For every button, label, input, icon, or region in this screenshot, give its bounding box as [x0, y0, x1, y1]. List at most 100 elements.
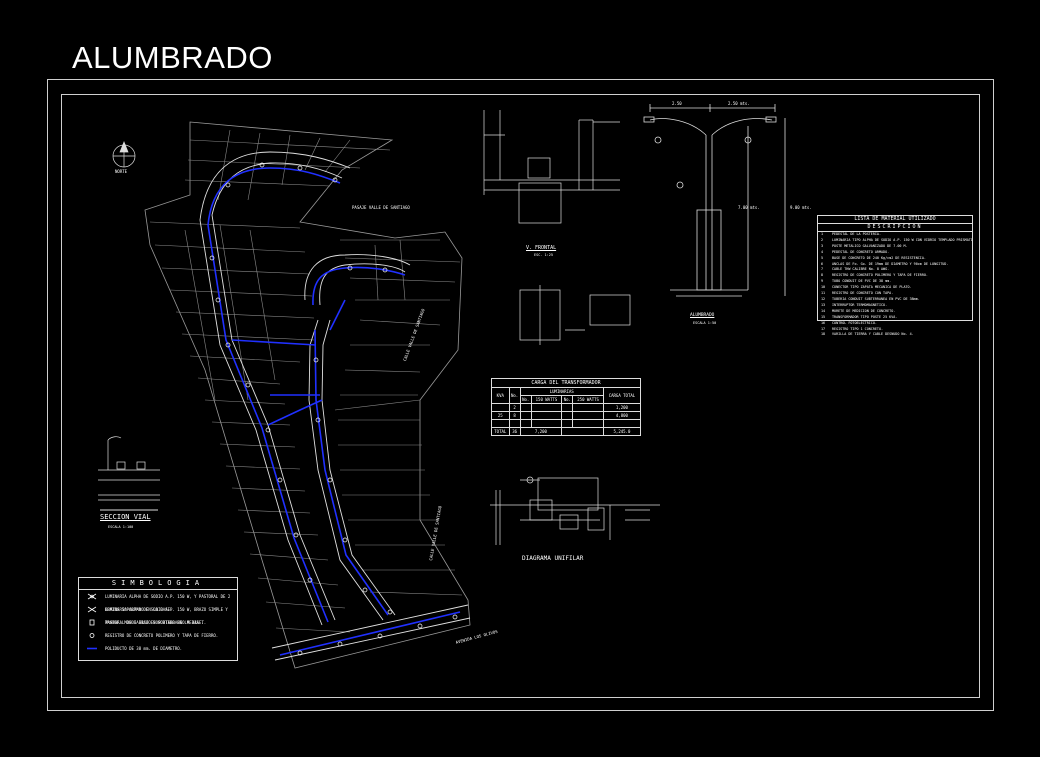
pole-total: 9.00 mts.: [790, 205, 812, 210]
load-cell: [519, 419, 532, 428]
load-cell: [530, 403, 563, 412]
legend-text: TRANSF. MONOFASICO EN SUBTERRANEO MEDIA …: [105, 620, 207, 625]
section-label: SECCION VIAL: [100, 513, 151, 521]
material-row: 9 TUBO CONDUIT DE PVC DE 38 mm.: [818, 279, 972, 285]
load-cell: 1,200: [602, 403, 642, 412]
load-cell: [561, 411, 574, 420]
load-cell: 8: [508, 411, 521, 420]
front-view-scale: ESC. 1:25: [534, 253, 553, 257]
symbology-legend: SIMBOLOGIA LUMINARIA ALPHA DE SODIO A.P.…: [78, 577, 238, 661]
material-row-text: ANCLAS DE Fo. Go. DE 19mm DE DIAMETRO Y …: [832, 261, 949, 266]
material-row-number: 15: [821, 314, 826, 319]
material-row-number: 17: [821, 326, 826, 331]
material-row: 6 ANCLAS DE Fo. Go. DE 19mm DE DIAMETRO Y…: [818, 262, 972, 268]
material-row: 15 TRANSFORMADOR TIPO POSTE 25 KVA.: [818, 315, 972, 321]
material-list-header: DESCRIPCION: [818, 224, 972, 232]
outer-frame: [47, 79, 994, 711]
load-cell: 25: [491, 411, 510, 420]
load-table: KVA No. LUMINARIAS CARGA TOTAL No. 150 W…: [491, 387, 642, 436]
load-cell: [530, 411, 563, 420]
transformer-icon: [89, 619, 95, 626]
load-cell: 4,800: [602, 411, 642, 420]
pole-dim-left: 2.50: [672, 101, 682, 106]
material-row-number: 12: [821, 296, 826, 301]
pole-dim-right: 2.50 mts.: [728, 101, 750, 106]
load-sub: 150 WATTS: [530, 395, 563, 404]
material-row-text: REGISTRO DE CONCRETO CON TAPA.: [832, 291, 894, 296]
material-row-number: 11: [821, 291, 826, 296]
load-cell: [519, 403, 532, 412]
symbology-title: SIMBOLOGIA: [79, 578, 237, 590]
material-row-number: 1: [821, 232, 824, 236]
material-row-text: POSTE METALICO GALVANIZADO DE 7.00 M.: [832, 243, 908, 248]
street-section: [98, 436, 160, 511]
legend-row: LUMINARIA ALPHA DE SODIO A.P. 150 W, BRA…: [79, 603, 237, 625]
load-cell: [572, 403, 604, 412]
cable-line-icon: [87, 647, 97, 650]
material-row-text: TRANSFORMADOR TIPO POSTE 25 KVA.: [832, 314, 898, 319]
front-view-detail: [483, 110, 631, 345]
material-row: 7 CABLE THW CALIBRE No. 8 AWG.: [818, 267, 972, 273]
material-row: 11 REGISTRO DE CONCRETO CON TAPA.: [818, 291, 972, 297]
material-row: 5 BASE DE CONCRETO DE 240 Kg/cm2 DE RESIS…: [818, 256, 972, 262]
material-row-text: CONTROL FOTOELECTRICO.: [832, 320, 877, 325]
load-sub: No.: [561, 395, 574, 404]
load-cell: [572, 419, 604, 428]
material-row-text: TUBERIA CONDUIT SUBTERRANEA EN PVC DE 38…: [832, 296, 920, 301]
legend-row: POLIDUCTO DE 38 mm. DE DIAMETRO.: [79, 642, 237, 655]
material-row-number: 7: [821, 267, 824, 272]
load-cell: [519, 411, 532, 420]
load-total-blank: [561, 427, 604, 436]
legend-text: LUMINARIA ALPHA DE SODIO A.P. 150 W, Y P…: [105, 594, 231, 612]
load-cell: [572, 411, 604, 420]
load-cell: [561, 403, 574, 412]
cable-routes: [207, 167, 461, 656]
material-row-number: 5: [821, 255, 824, 260]
load-sub: No.: [519, 395, 532, 404]
pole-detail-label: ALUMBRADO: [690, 313, 715, 318]
material-row-text: CABLE THW CALIBRE No. 8 AWG.: [832, 267, 890, 272]
material-row-text: CONECTOR TIPO ZAPATA MECANICA DE PLATO.: [832, 285, 912, 290]
single-luminaire-icon: [87, 606, 97, 613]
load-cell: 2: [508, 403, 521, 412]
drawing-title: ALUMBRADO: [72, 40, 273, 75]
section-scale: ESCALA 1:100: [108, 525, 134, 529]
pole-height: 7.00 mts.: [738, 205, 760, 210]
material-row-text: BASE DE CONCRETO DE 240 Kg/cm2 DE RESIST…: [832, 255, 926, 260]
load-sub: 250 WATTS: [572, 395, 604, 404]
north-arrow: [112, 141, 136, 168]
north-label: NORTE: [115, 169, 128, 174]
load-total-label: TOTAL: [491, 427, 510, 436]
transformer-load-table: CARGA DEL TRANSFORMADOR KVA No. LUMINARI…: [491, 378, 642, 436]
load-cell: [602, 419, 642, 428]
material-row-number: 6: [821, 261, 824, 266]
front-view-label: V. FRONTAL: [526, 245, 557, 251]
legend-text: POLIDUCTO DE 38 mm. DE DIAMETRO.: [105, 646, 183, 651]
material-row-number: 9: [821, 279, 824, 284]
material-row-text: TUBO CONDUIT DE PVC DE 38 mm.: [832, 279, 892, 284]
site-plan: [98, 121, 471, 669]
load-col-luminarias: LUMINARIAS: [519, 387, 604, 396]
load-total-no: 36: [508, 427, 521, 436]
pole-detail-scale: ESCALA 1:50: [693, 321, 717, 325]
pole-detail: [643, 104, 786, 297]
material-row-text: REGISTRO DE CONCRETO POLIMERO Y TAPA DE …: [832, 273, 928, 278]
double-luminaire-icon: [87, 593, 97, 600]
load-col-no: No.: [508, 387, 521, 404]
load-cell: [530, 419, 563, 428]
material-row-number: 3: [821, 243, 824, 248]
load-cell: [561, 419, 574, 428]
material-row: 1 PEDESTAL DE LA POSTERIA.: [818, 232, 972, 238]
load-cell: [491, 403, 510, 412]
legend-row: TRANSF. MONOFASICO EN SUBTERRANEO MEDIA …: [79, 616, 237, 629]
material-row-text: PEDESTAL DE LA POSTERIA.: [832, 232, 881, 236]
